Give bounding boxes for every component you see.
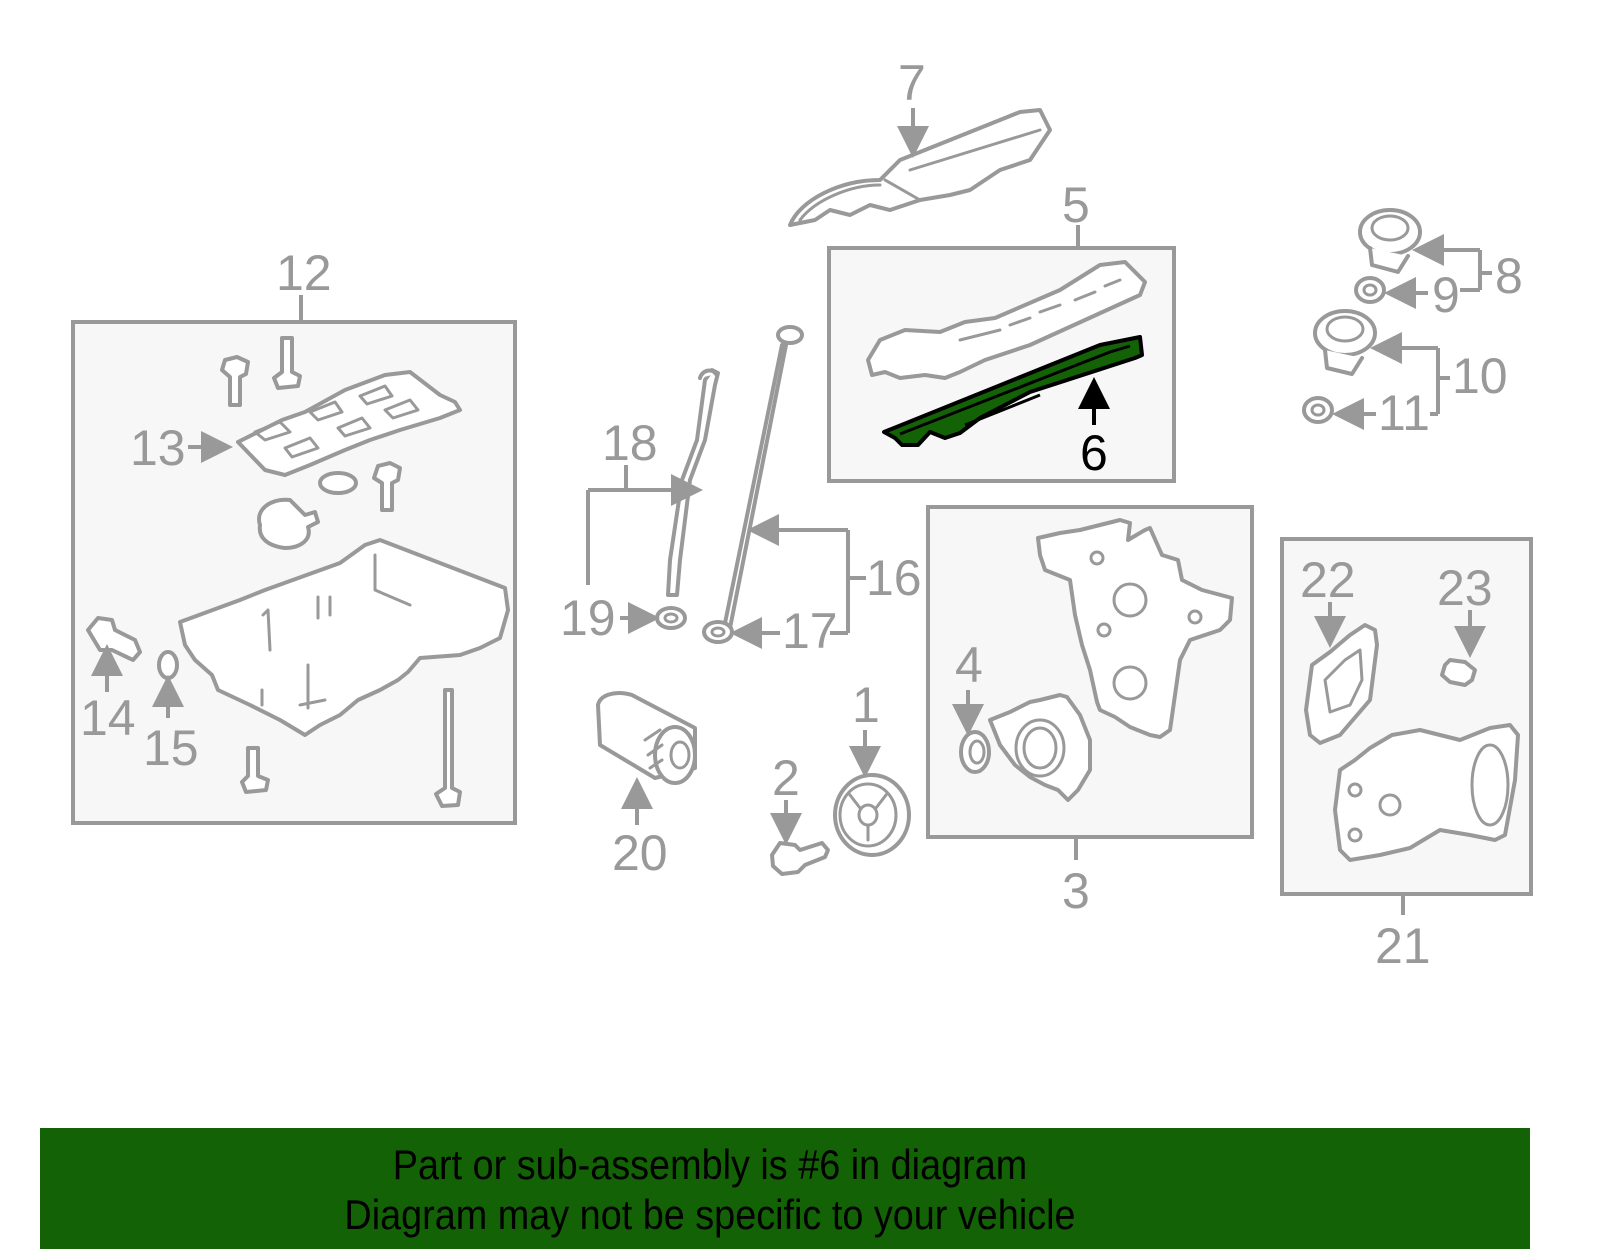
part-9-washer[interactable]: [1354, 276, 1386, 304]
callout-5: 5: [1062, 177, 1090, 233]
part-3-rear-plate[interactable]: [988, 693, 1092, 802]
callout-9: 9: [1432, 267, 1460, 323]
banner-disclaimer-line: Diagram may not be specific to your vehi…: [344, 1191, 1076, 1238]
callout-11: 11: [1378, 385, 1430, 441]
part-info-banner: Part or sub-assembly is #6 in diagram Di…: [40, 1128, 1530, 1249]
part-3-front-cover[interactable]: [1036, 518, 1234, 739]
part-17-seal[interactable]: [702, 620, 734, 644]
part-13-baffle[interactable]: 13: [130, 370, 462, 477]
callout-17: 17: [782, 603, 838, 659]
part-6-gasket-highlighted[interactable]: 6: [882, 335, 1144, 481]
callout-20: 20: [612, 825, 668, 881]
part-19-seal[interactable]: [655, 606, 687, 630]
part-11-washer[interactable]: [1302, 396, 1334, 424]
part-14-bolt[interactable]: 14: [80, 616, 142, 746]
callout-16: 16: [866, 550, 922, 606]
part-18-dipstick-tube[interactable]: [666, 368, 720, 597]
oil-pan-bolts[interactable]: [220, 336, 462, 808]
callout-15: 15: [143, 720, 199, 776]
callouts-8-11: 8 9 10 11: [1332, 234, 1523, 441]
callout-12: 12: [276, 245, 332, 301]
callout-21: 21: [1375, 918, 1431, 974]
callout-22: 22: [1300, 552, 1356, 608]
part-16-dipstick[interactable]: [722, 325, 804, 630]
callout-19: 19: [560, 590, 616, 646]
group-5-box: 5: [827, 177, 1176, 483]
part-23-sensor[interactable]: 23: [1437, 560, 1493, 687]
callout-14: 14: [80, 690, 136, 746]
callout-13: 13: [130, 420, 186, 476]
callout-7: 7: [898, 55, 926, 111]
callout-6: 6: [1080, 425, 1108, 481]
part-1-pulley[interactable]: 1: [833, 677, 911, 857]
callout-10: 10: [1452, 348, 1508, 404]
part-5-valve-cover: [866, 260, 1147, 380]
callout-3: 3: [1062, 863, 1090, 919]
callout-23: 23: [1437, 560, 1493, 616]
part-15-oring[interactable]: 15: [143, 650, 199, 776]
part-8-cap[interactable]: [1358, 208, 1422, 274]
callout-4: 4: [955, 637, 983, 693]
callout-8: 8: [1495, 248, 1523, 304]
part-20-oil-filter[interactable]: 20: [596, 691, 697, 881]
part-oil-pan[interactable]: [178, 538, 510, 737]
callout-2: 2: [772, 750, 800, 806]
banner-part-line: Part or sub-assembly is #6 in diagram: [392, 1141, 1028, 1188]
part-2-bolt[interactable]: 2: [770, 750, 830, 876]
part-21-oil-pump-housing[interactable]: [1333, 723, 1520, 862]
part-10-cap[interactable]: [1313, 309, 1377, 376]
part-22-gasket[interactable]: 22: [1300, 552, 1379, 745]
callout-1: 1: [852, 677, 880, 733]
part-7-cover[interactable]: 7: [788, 55, 1052, 227]
part-4-seal[interactable]: 4: [952, 637, 991, 774]
callout-18: 18: [602, 415, 658, 471]
callouts-16-19: 18 19 16 17: [560, 415, 922, 659]
